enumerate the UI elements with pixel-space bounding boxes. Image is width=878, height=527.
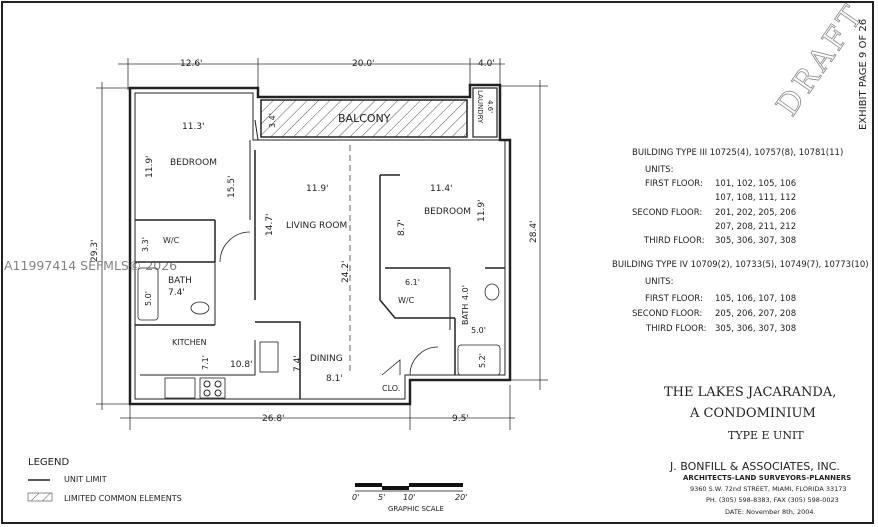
firm-subtitle: ARCHITECTS-LAND SURVEYORS-PLANNERS xyxy=(683,474,852,482)
drawing-date: DATE: November 8th, 2004. xyxy=(725,508,816,516)
scale-tick-20: 20' xyxy=(455,493,467,502)
living-label: LIVING ROOM xyxy=(286,221,347,231)
type4-first: 105, 106, 107, 108 xyxy=(715,294,797,304)
type4-second: 205, 206, 207, 208 xyxy=(715,309,797,319)
living-length: 24.2' xyxy=(341,260,351,283)
dining-width: 8.1' xyxy=(326,374,343,384)
type4-title: BUILDING TYPE IV 10709(2), 10733(5), 107… xyxy=(612,260,869,270)
type3-third-label: THIRD FLOOR: xyxy=(644,236,705,246)
bedroom2-side: 8.7' xyxy=(397,219,407,236)
type3-third: 305, 306, 307, 308 xyxy=(715,236,797,246)
wc1-dim: 3.3' xyxy=(141,237,150,252)
laundry-area xyxy=(472,87,498,138)
bedroom1-label: BEDROOM xyxy=(170,158,217,168)
common-elements-swatch xyxy=(27,492,53,502)
bath2-label: BATH xyxy=(461,304,470,325)
type4-third-label: THIRD FLOOR: xyxy=(646,324,707,334)
kitchen-dim1: 7.1' xyxy=(201,355,210,370)
bath1-dim: 7.4' xyxy=(168,288,185,298)
type3-units-label: UNITS: xyxy=(645,165,674,175)
scale-tick-0: 0' xyxy=(352,493,359,502)
bedroom2-width: 11.4' xyxy=(430,184,453,194)
type4-units-label: UNITS: xyxy=(645,277,674,287)
dim-top-2: 20.0' xyxy=(352,59,375,69)
living-width: 11.9' xyxy=(306,184,329,194)
bedroom1-width: 11.3' xyxy=(182,122,205,132)
wc2-dim: 6.1' xyxy=(405,278,420,287)
exhibit-page: EXHIBIT PAGE 9 OF 26 xyxy=(858,19,869,130)
graphic-scale-bar xyxy=(355,483,463,492)
balcony-area xyxy=(260,99,468,138)
dim-bottom-1: 26.8' xyxy=(262,414,285,424)
balcony-dim: 3.4' xyxy=(268,113,277,128)
bedroom1-side: 15.5' xyxy=(227,175,237,198)
firm-phone: PH. (305) 598-8383, FAX (305) 598-0023 xyxy=(706,496,839,504)
wc2-label: W/C xyxy=(398,296,415,305)
type3-first-label: FIRST FLOOR: xyxy=(645,179,703,189)
dining-side: 7.4' xyxy=(293,355,303,372)
bedroom2-depth: 11.9' xyxy=(477,199,487,222)
firm-address: 9360 S.W. 72nd STREET, MIAMI, FLORIDA 33… xyxy=(690,485,847,493)
bedroom2-label: BEDROOM xyxy=(424,207,471,217)
dim-top-1: 12.6' xyxy=(180,59,203,69)
dim-top-3: 4.0' xyxy=(478,59,495,69)
firm-name: J. BONFILL & ASSOCIATES, INC. xyxy=(670,460,840,473)
scale-tick-5: 5' xyxy=(378,493,385,502)
dining-label: DINING xyxy=(310,354,343,364)
bath2-tub: 5.2' xyxy=(478,353,487,368)
kitchen-label: KITCHEN xyxy=(172,338,207,347)
living-side: 14.7' xyxy=(265,213,275,236)
dim-bottom-2: 9.5' xyxy=(452,414,469,424)
unit-walls xyxy=(128,83,512,406)
legend-title: LEGEND xyxy=(28,457,69,468)
bath2-dim: 4.0' xyxy=(461,285,470,300)
type4-second-label: SECOND FLOOR: xyxy=(632,309,703,319)
type4-third: 305, 306, 307, 308 xyxy=(715,324,797,334)
type4-first-label: FIRST FLOOR: xyxy=(645,294,703,304)
project-subtitle: A CONDOMINIUM xyxy=(690,406,816,421)
balcony-label: BALCONY xyxy=(338,112,391,125)
legend-common: LIMITED COMMON ELEMENTS xyxy=(64,494,182,503)
type3-second-1: 201, 202, 205, 206 xyxy=(715,208,797,218)
type3-second-2: 207, 208, 211, 212 xyxy=(715,222,797,232)
type3-first-2: 107, 108, 111, 112 xyxy=(715,193,797,203)
type3-title: BUILDING TYPE III 10725(4), 10757(8), 10… xyxy=(632,148,844,158)
kitchen-dim2: 10.8' xyxy=(230,360,253,370)
project-title: THE LAKES JACARANDA, xyxy=(664,385,837,400)
laundry-label: LAUNDRY xyxy=(476,90,484,124)
scale-tick-10: 10' xyxy=(403,493,415,502)
type3-first-1: 101, 102, 105, 106 xyxy=(715,179,797,189)
laundry-dim: 4.6' xyxy=(486,100,494,113)
unit-type: TYPE E UNIT xyxy=(728,429,804,442)
dim-right: 28.4' xyxy=(529,220,539,243)
type3-second-label: SECOND FLOOR: xyxy=(632,208,703,218)
legend-unit-limit: UNIT LIMIT xyxy=(64,475,107,484)
bath1-label: BATH xyxy=(168,276,192,286)
closet-label: CLO. xyxy=(382,384,400,393)
bath2-width: 5.0' xyxy=(471,326,486,335)
bath1-tub: 5.0' xyxy=(144,291,153,306)
room-labels: 11.3' BEDROOM 11.9' 15.5' W/C 3.3' BATH … xyxy=(141,90,494,393)
bedroom1-depth: 11.9' xyxy=(145,155,155,178)
wc1-label: W/C xyxy=(163,236,180,245)
scale-label: GRAPHIC SCALE xyxy=(388,505,444,513)
mls-watermark: A11997414 SEFMLS© 2026 xyxy=(4,258,178,273)
dim-left: 29.3' xyxy=(90,239,100,262)
